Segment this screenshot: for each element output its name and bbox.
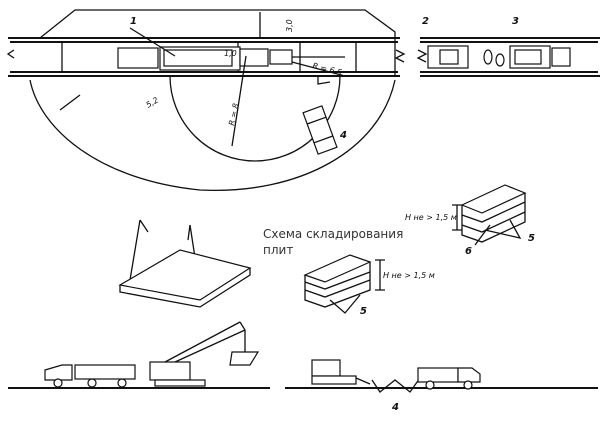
- slab-stack-upper: [452, 184, 527, 246]
- caption-line-2: плит: [263, 243, 293, 257]
- slab-stack-lower: [303, 254, 385, 314]
- label-3: 3: [512, 16, 519, 27]
- label-1: 1: [130, 16, 137, 27]
- dim-stack-height-upper: H не > 1,5 м: [405, 213, 457, 222]
- dim-gap: 1,0: [224, 49, 237, 58]
- slab-sling-detail: [118, 219, 252, 308]
- truck-with-slabs: [117, 46, 345, 71]
- label-2: 2: [422, 16, 429, 27]
- label-5-upper: 5: [528, 233, 535, 244]
- label-4-bottom: 4: [391, 402, 399, 413]
- dim-stack-height-lower: H не > 1,5 м: [383, 271, 435, 280]
- label-5-lower: 5: [360, 306, 367, 317]
- ground-elevation: [8, 321, 598, 393]
- dim-radius-large: R = 8: [227, 103, 240, 127]
- label-6: 6: [465, 246, 472, 257]
- dim-offset-top: 3,0: [285, 19, 294, 32]
- dim-zone-width: 5,2: [145, 96, 161, 110]
- dim-radius-small: R = 6,5: [312, 61, 343, 77]
- danger-zone: [29, 9, 396, 192]
- label-4: 4: [339, 130, 347, 141]
- crane-plan: [302, 105, 338, 155]
- caption-line-1: Схема складирования: [263, 227, 403, 241]
- truck-plan-right: [427, 45, 571, 69]
